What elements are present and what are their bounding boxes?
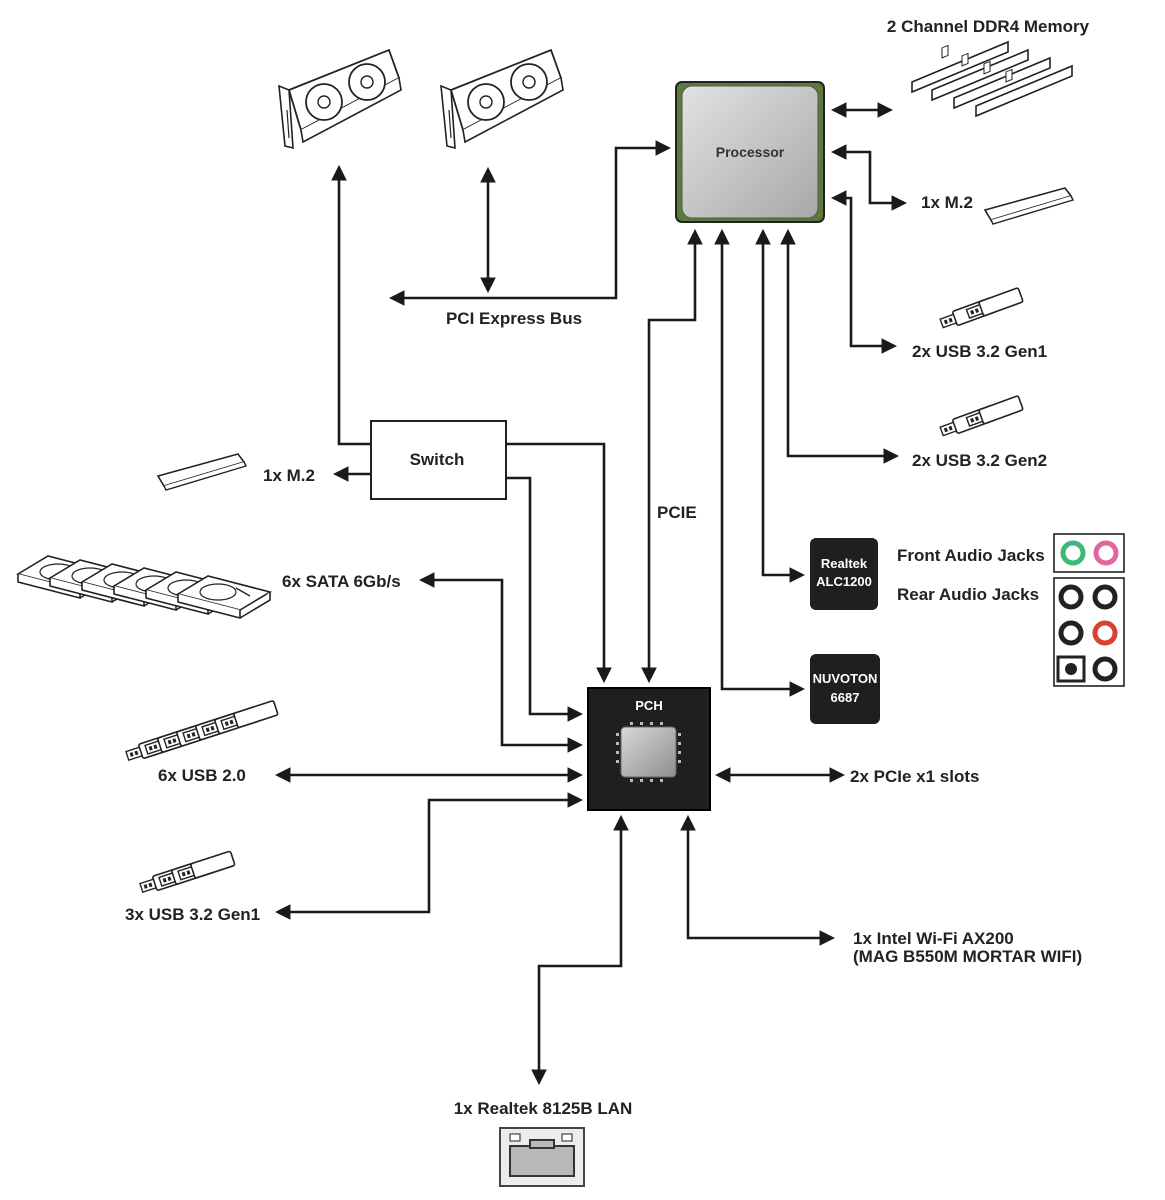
audio-jack-icon xyxy=(1092,620,1118,646)
audio-jack-icon xyxy=(1058,584,1084,610)
ram-stick-icon xyxy=(911,41,1073,117)
processor-chip: Processor xyxy=(675,81,825,223)
processor-label: Processor xyxy=(716,144,785,160)
switch-m2-label: 1x M.2 xyxy=(263,466,315,485)
usb32-gen1-pch-link xyxy=(274,792,584,920)
sata-label: 6x SATA 6Gb/s xyxy=(282,572,401,591)
pch-label: PCH xyxy=(635,698,662,713)
pcie-x1-label: 2x PCIe x1 slots xyxy=(850,767,979,786)
audio-jack-icon xyxy=(1092,584,1118,610)
lan-label: 1x Realtek 8125B LAN xyxy=(454,1099,633,1118)
audio-jack-icon xyxy=(1060,540,1086,566)
cpu-usb-gen1-link xyxy=(830,190,898,354)
nuvoton-chip: NUVOTON 6687 xyxy=(810,654,880,724)
usb32-gen1-cpu-label: 2x USB 3.2 Gen1 xyxy=(912,342,1047,361)
switch-label: Switch xyxy=(410,450,465,469)
switch-pch-link-1 xyxy=(506,442,612,684)
usb32-gen2-cpu-label: 2x USB 3.2 Gen2 xyxy=(912,451,1047,470)
audio-jack-icon xyxy=(1058,620,1084,646)
cpu-nuvoton-link xyxy=(714,228,806,697)
cpu-realtek-link xyxy=(755,228,806,583)
lan-link xyxy=(531,814,629,1086)
pcie-label: PCIE xyxy=(657,503,697,522)
ethernet-port-icon xyxy=(499,1127,585,1187)
m2-ssd-icon xyxy=(157,453,247,491)
wifi-label-line1: 1x Intel Wi-Fi AX200 xyxy=(853,929,1014,948)
usb-stick-icon xyxy=(124,699,279,764)
gpu1-switch-link xyxy=(331,164,371,446)
memory-label: 2 Channel DDR4 Memory xyxy=(887,17,1090,36)
usb-stick-icon xyxy=(938,394,1024,440)
rear-audio-label: Rear Audio Jacks xyxy=(897,585,1039,604)
front-audio-label: Front Audio Jacks xyxy=(897,546,1045,565)
pci-express-bus-link xyxy=(388,140,672,306)
usb-stick-icon xyxy=(138,850,236,896)
pch-chip: PCH xyxy=(587,687,711,811)
hdd-icon xyxy=(17,555,271,619)
usb20-label: 6x USB 2.0 xyxy=(158,766,246,785)
cpu-usb-gen2-link xyxy=(780,228,900,464)
realtek-label-line2: ALC1200 xyxy=(816,574,872,589)
audio-jack-icon xyxy=(1092,656,1118,682)
nuvoton-label-line2: 6687 xyxy=(831,690,860,705)
pci-express-bus-label: PCI Express Bus xyxy=(446,309,582,328)
nuvoton-label-line1: NUVOTON xyxy=(813,671,878,686)
gpu-card-icon xyxy=(278,49,402,149)
rear-audio-panel xyxy=(1053,577,1125,687)
cpu-pch-pcie-link xyxy=(641,228,703,684)
switch-box: Switch xyxy=(370,420,507,500)
m2-ssd-icon xyxy=(984,187,1074,225)
front-audio-panel xyxy=(1053,533,1125,573)
wifi-label-line2: (MAG B550M MORTAR WIFI) xyxy=(853,947,1082,966)
gpu-card-icon xyxy=(440,49,564,149)
cpu-m2-label: 1x M.2 xyxy=(921,193,973,212)
cpu-m2-link xyxy=(830,144,908,211)
usb32-gen1-pch-label: 3x USB 3.2 Gen1 xyxy=(125,905,260,924)
switch-pch-link-2 xyxy=(506,476,584,722)
audio-jack-icon xyxy=(1093,540,1119,566)
realtek-alc1200-chip: Realtek ALC1200 xyxy=(810,538,878,610)
connections xyxy=(274,102,908,1086)
usb-stick-icon xyxy=(938,286,1024,332)
sata-pch-link xyxy=(418,572,584,753)
wifi-link xyxy=(680,814,836,946)
realtek-label-line1: Realtek xyxy=(821,556,868,571)
